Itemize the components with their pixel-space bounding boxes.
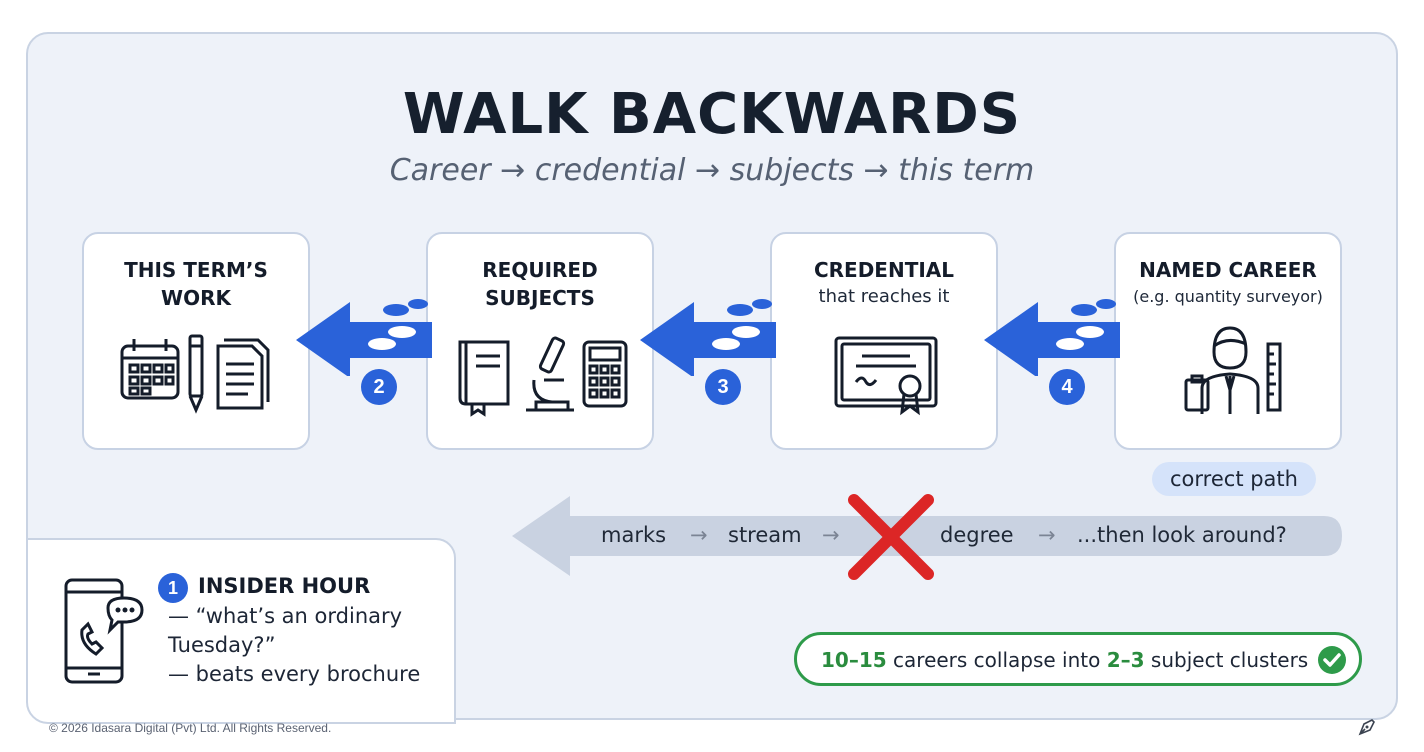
card-this-terms-work: THIS TERM’S WORK bbox=[82, 232, 310, 450]
pen-nib-icon bbox=[1358, 719, 1375, 736]
card-subtitle: that reaches it bbox=[818, 286, 950, 307]
card-title: CREDENTIAL bbox=[813, 258, 955, 282]
term-work-icons bbox=[120, 334, 270, 414]
footprints-icon bbox=[1056, 326, 1104, 350]
back-arrow-2 bbox=[296, 299, 432, 376]
insider-text: — “what’s an ordinary Tuesday?” — beats … bbox=[168, 602, 448, 689]
page-subtitle: Career → credential → subjects → this te… bbox=[389, 153, 1035, 188]
subjects-icons bbox=[458, 336, 628, 417]
certificate-icon bbox=[834, 336, 938, 416]
wrong-arrow-glyph: → bbox=[690, 523, 708, 547]
insider-line-2: — beats every brochure bbox=[168, 662, 421, 686]
step-badge-2: 2 bbox=[361, 369, 397, 405]
wrong-step-marks: marks bbox=[601, 523, 667, 547]
check-circle-icon bbox=[1318, 646, 1346, 674]
red-cross-icon bbox=[848, 494, 934, 580]
step-badge-4: 4 bbox=[1049, 369, 1085, 405]
cluster-callout: 10–15 careers collapse into 2–3 subject … bbox=[794, 632, 1362, 686]
book-icon bbox=[458, 340, 510, 417]
microscope-icon bbox=[526, 336, 574, 412]
phone-chat-icon bbox=[64, 578, 144, 684]
wrong-arrow-glyph: → bbox=[1038, 523, 1056, 547]
insider-step-badge: 1 bbox=[158, 573, 188, 603]
card-title: REQUIRED SUBJECTS bbox=[482, 258, 598, 310]
wrong-path-arrow bbox=[512, 496, 1342, 576]
calendar-icon bbox=[120, 339, 180, 400]
copyright-footer: © 2026 Idasara Digital (Pvt) Ltd. All Ri… bbox=[49, 721, 332, 735]
callout-text: 10–15 careers collapse into 2–3 subject … bbox=[821, 648, 1309, 672]
calculator-icon bbox=[582, 340, 628, 408]
pencil-icon bbox=[188, 334, 204, 414]
surveyor-icon bbox=[1184, 326, 1282, 414]
insider-title: INSIDER HOUR bbox=[198, 574, 371, 598]
documents-icon bbox=[216, 338, 270, 410]
insider-line-1: — “what’s an ordinary Tuesday?” bbox=[168, 604, 403, 657]
back-arrow-3 bbox=[640, 299, 776, 376]
card-subtitle: (e.g. quantity surveyor) bbox=[1133, 287, 1323, 306]
card-credential: CREDENTIAL that reaches it bbox=[770, 232, 998, 450]
footprints-icon bbox=[712, 326, 760, 350]
card-required-subjects: REQUIRED SUBJECTS bbox=[426, 232, 654, 450]
step-badge-3: 3 bbox=[705, 369, 741, 405]
page-title: WALK BACKWARDS bbox=[402, 82, 1022, 147]
wrong-step-look-around: ...then look around? bbox=[1077, 523, 1287, 547]
footprints-icon bbox=[368, 326, 416, 350]
wrong-step-degree: degree bbox=[940, 523, 1014, 547]
card-title: NAMED CAREER bbox=[1139, 258, 1317, 282]
card-title: THIS TERM’S WORK bbox=[124, 258, 268, 310]
insider-hour-box: 1 INSIDER HOUR — “what’s an ordinary Tue… bbox=[26, 538, 456, 724]
wrong-step-stream: stream bbox=[728, 523, 802, 547]
wrong-arrow-glyph: → bbox=[822, 523, 840, 547]
correct-path-label: correct path bbox=[1152, 462, 1316, 496]
back-arrow-4 bbox=[984, 299, 1120, 376]
card-named-career: NAMED CAREER (e.g. quantity surveyor) bbox=[1114, 232, 1342, 450]
